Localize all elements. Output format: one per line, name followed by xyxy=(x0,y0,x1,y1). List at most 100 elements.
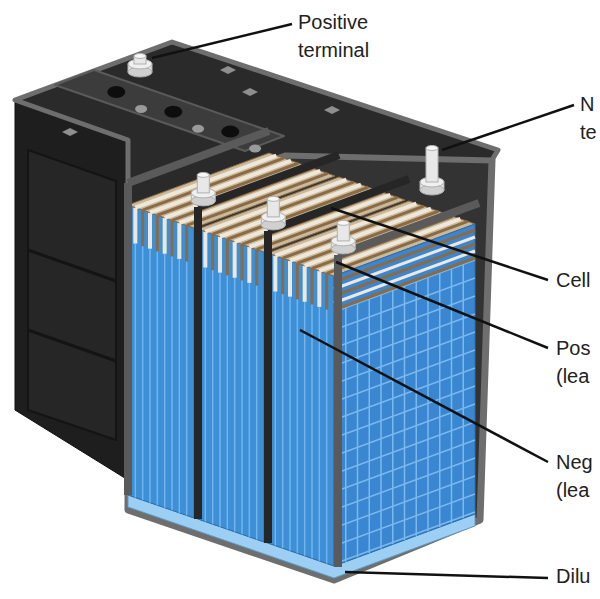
grid-line xyxy=(427,277,429,531)
plate-edge xyxy=(311,304,313,558)
grid-line xyxy=(404,286,406,540)
grid-line xyxy=(380,295,382,549)
plate-edge xyxy=(212,270,214,524)
grid-line xyxy=(369,299,371,553)
plate-top-edge xyxy=(218,237,222,273)
grid-line xyxy=(416,282,418,536)
plate-top-edge xyxy=(296,263,299,299)
cell-divider xyxy=(264,231,272,543)
plate-edge xyxy=(304,302,306,556)
plate-top-edge xyxy=(133,208,137,244)
lid-marking xyxy=(324,106,340,114)
plate-top-edge xyxy=(241,244,244,280)
plate-edge xyxy=(241,280,243,534)
vent-cap xyxy=(164,106,182,118)
grid-line xyxy=(463,264,465,518)
negative-terminal xyxy=(426,148,438,182)
case-face xyxy=(15,100,128,480)
callout-label: Dilu xyxy=(556,562,598,590)
plate-top-edge xyxy=(203,232,207,268)
cell-divider xyxy=(334,255,342,567)
plate-top-edge xyxy=(317,271,321,307)
plate-edge xyxy=(227,275,229,529)
plate-edge xyxy=(256,285,258,539)
plate-top-edge xyxy=(141,210,144,246)
callout-label: Pos (lea xyxy=(556,334,598,390)
plate-top-edge xyxy=(226,239,229,275)
cell-divider xyxy=(194,207,202,519)
callout-label: Neg (lea xyxy=(556,448,598,504)
plate-top-edge xyxy=(281,258,284,294)
plate-top-edge xyxy=(211,234,214,270)
lid-marking xyxy=(242,88,258,96)
plate-top-edge xyxy=(148,213,152,249)
vent-cap xyxy=(107,86,125,98)
plate-edge xyxy=(326,309,328,563)
vent-plug xyxy=(249,145,261,153)
plate-edge xyxy=(275,292,277,546)
leader-line xyxy=(152,24,292,58)
plate-edge xyxy=(186,261,188,515)
plate-top-edge xyxy=(233,242,237,278)
cell-terminal xyxy=(337,220,349,225)
plate-edge xyxy=(179,259,181,513)
plate-edge xyxy=(142,246,144,500)
plate-edge xyxy=(171,256,173,510)
positive-terminal xyxy=(134,54,146,59)
leader-line xyxy=(442,105,574,150)
callout-label: N te xyxy=(580,90,598,146)
case-lid xyxy=(15,42,498,210)
plate-top-edge xyxy=(334,230,475,282)
cell-divider xyxy=(268,179,409,231)
plate-top-edge xyxy=(334,258,475,310)
plate-top-edge xyxy=(163,218,167,254)
plate-edge xyxy=(164,254,166,508)
grid-line xyxy=(451,269,453,523)
plate-top-edge xyxy=(334,251,475,303)
plate-top-edge xyxy=(255,249,258,285)
case-rib xyxy=(28,330,116,361)
cell-front xyxy=(198,229,264,542)
vent-plug xyxy=(135,105,147,113)
plate-edge xyxy=(219,273,221,527)
cell-divider xyxy=(338,203,479,255)
lid-marking xyxy=(220,66,236,74)
callout-label: Cell xyxy=(556,266,598,294)
cell-divider xyxy=(198,155,339,207)
plate-edge xyxy=(297,299,299,553)
plate-top-edge xyxy=(185,225,188,261)
cell-front xyxy=(268,253,334,566)
cell-divider xyxy=(128,131,269,183)
plate-edge xyxy=(289,297,291,551)
plate-top-edge xyxy=(325,273,328,309)
grid-line xyxy=(392,290,394,544)
case-rib xyxy=(28,250,116,281)
leader-line xyxy=(336,262,548,348)
plate-edge xyxy=(149,249,151,503)
plate-edge xyxy=(282,294,284,548)
plate-edge xyxy=(157,251,159,505)
case-recess xyxy=(28,150,116,440)
callout-label: Positive terminal xyxy=(298,8,408,64)
leader-line xyxy=(300,330,548,462)
vent-plug xyxy=(192,125,204,133)
plate-grid xyxy=(334,224,475,566)
grid-line xyxy=(439,273,441,527)
plate-top-edge xyxy=(156,215,159,251)
cell-terminal xyxy=(267,196,279,201)
plate-top-edge xyxy=(177,223,181,259)
cell-divider xyxy=(124,183,132,495)
plate-top-edge xyxy=(288,261,292,297)
plate-top-edge xyxy=(311,268,314,304)
plate-edge xyxy=(249,283,251,537)
lid-marking xyxy=(62,128,78,136)
leader-line xyxy=(331,208,548,280)
plate-edge xyxy=(205,268,207,522)
negative-terminal xyxy=(426,146,438,151)
grid-line xyxy=(345,308,347,562)
plate-edge xyxy=(319,307,321,561)
plate-top-edge xyxy=(273,256,277,292)
plate-top-edge xyxy=(303,266,307,302)
